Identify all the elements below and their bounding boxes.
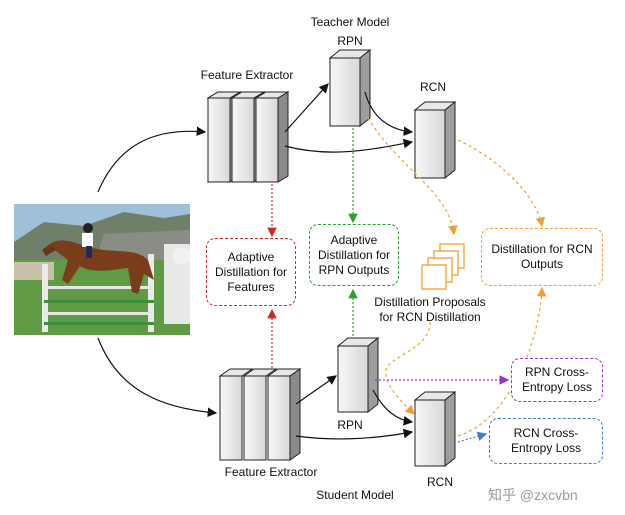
teacher-rcn-label: RCN	[420, 80, 446, 94]
rcn-cross-entropy-loss-text: RCN Cross- Entropy Loss	[510, 426, 582, 455]
arrow-teacher-rpn-to-proposals	[367, 117, 458, 236]
student-model-title: Student Model	[316, 488, 394, 502]
arrow-student-fe-to-rpn	[295, 375, 337, 405]
teacher-rcn-block	[413, 100, 457, 180]
rpn-cross-entropy-loss-text: RPN Cross- Entropy Loss	[521, 365, 593, 394]
student-rcn-block	[413, 390, 457, 468]
distillation-rcn-outputs-box: Distillation for RCN Outputs	[481, 228, 603, 286]
arrow-student-rpn-to-rcn	[372, 389, 414, 426]
student-rpn-label: RPN	[337, 418, 363, 432]
adaptive-distillation-features-box: Adaptive Distillation for Features	[206, 238, 296, 306]
adaptive-distillation-rpn-text: Adaptive Distillation for RPN Outputs	[317, 232, 391, 277]
student-rcn-label: RCN	[427, 475, 453, 489]
arrow-student-fe-to-rcn	[295, 428, 414, 440]
teacher-rpn-block	[328, 48, 372, 128]
teacher-rpn-label: RPN	[337, 34, 363, 48]
rpn-cross-entropy-loss-box: RPN Cross- Entropy Loss	[511, 358, 603, 402]
arrow-teacher-rcn-to-rcn-outputs	[457, 139, 546, 228]
arrow-proposals-to-student-rcn	[385, 321, 431, 415]
distillation-rcn-outputs-text: Distillation for RCN Outputs	[491, 242, 593, 271]
arrow-student-rcn-to-rcn-loss	[457, 431, 488, 443]
teacher-feature-extractor-label: Feature Extractor	[200, 68, 294, 82]
distillation-proposals-label: Distillation Proposals for RCN Distillat…	[374, 295, 486, 324]
adaptive-distillation-rpn-box: Adaptive Distillation for RPN Outputs	[309, 224, 399, 286]
student-feature-extractor-label: Feature Extractor	[224, 465, 318, 479]
proposals-stack-icon	[421, 243, 465, 290]
watermark: 知乎 @zxcvbn	[488, 487, 578, 503]
arrow-image-to-teacher	[97, 126, 207, 193]
student-rpn-block	[336, 336, 380, 414]
student-feature-extractor-blocks	[218, 368, 302, 461]
arrow-teacher-fe-to-rpn	[284, 83, 329, 133]
arrow-teacher-fe-to-rcn	[284, 138, 414, 153]
teacher-feature-extractor-blocks	[206, 91, 290, 183]
arrow-student-rcn-to-rcn-outputs	[457, 286, 547, 437]
input-image	[14, 204, 190, 335]
rcn-cross-entropy-loss-box: RCN Cross- Entropy Loss	[489, 418, 603, 464]
teacher-model-title: Teacher Model	[310, 15, 390, 29]
adaptive-distillation-features-text: Adaptive Distillation for Features	[214, 249, 288, 294]
arrow-teacher-rpn-to-rcn	[364, 91, 414, 137]
arrow-image-to-student	[97, 337, 218, 418]
